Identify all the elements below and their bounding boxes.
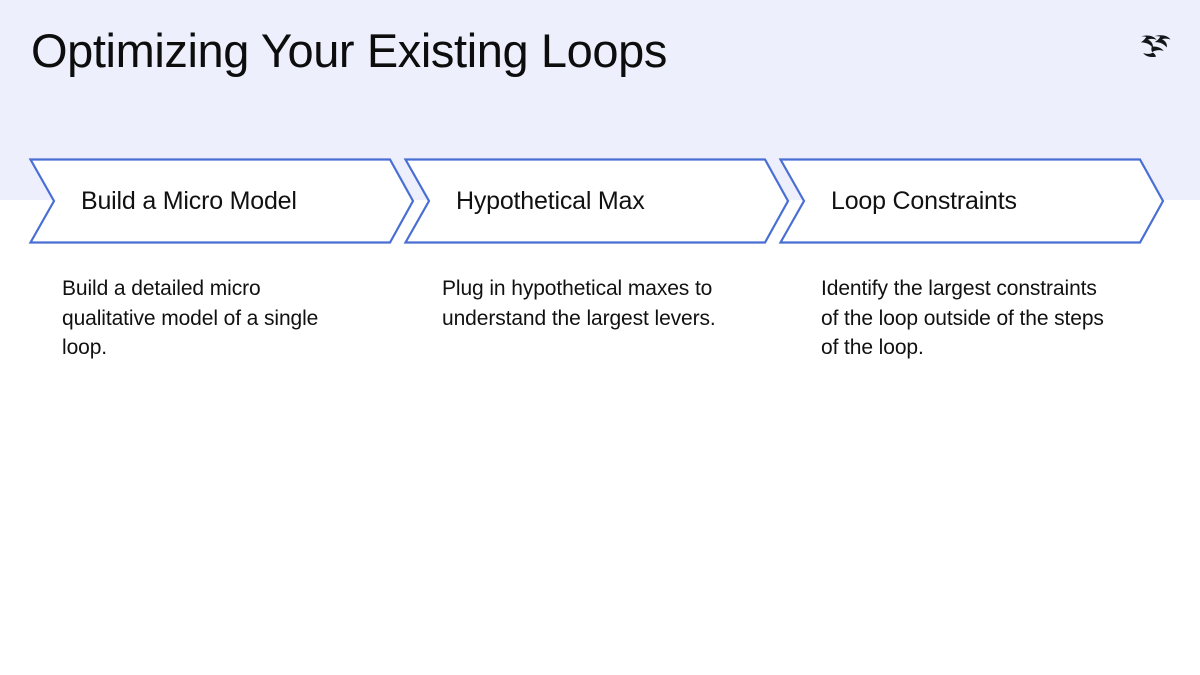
chevron-step-2[interactable] [404, 158, 790, 244]
chevron-step-1[interactable] [29, 158, 415, 244]
chevron-step-3[interactable] [779, 158, 1165, 244]
step-2-description: Plug in hypothetical maxes to understand… [442, 277, 716, 330]
step-3-description: Identify the largest constraints of the … [821, 277, 1104, 359]
step-1-description: Build a detailed micro qualitative model… [62, 277, 319, 359]
chevron-step-1-label: Build a Micro Model [81, 186, 297, 215]
reforge-logo-icon [1134, 26, 1174, 66]
chevron-step-3-label: Loop Constraints [831, 186, 1017, 215]
chevron-step-2-label: Hypothetical Max [456, 186, 645, 215]
page-title: Optimizing Your Existing Loops [31, 24, 667, 77]
